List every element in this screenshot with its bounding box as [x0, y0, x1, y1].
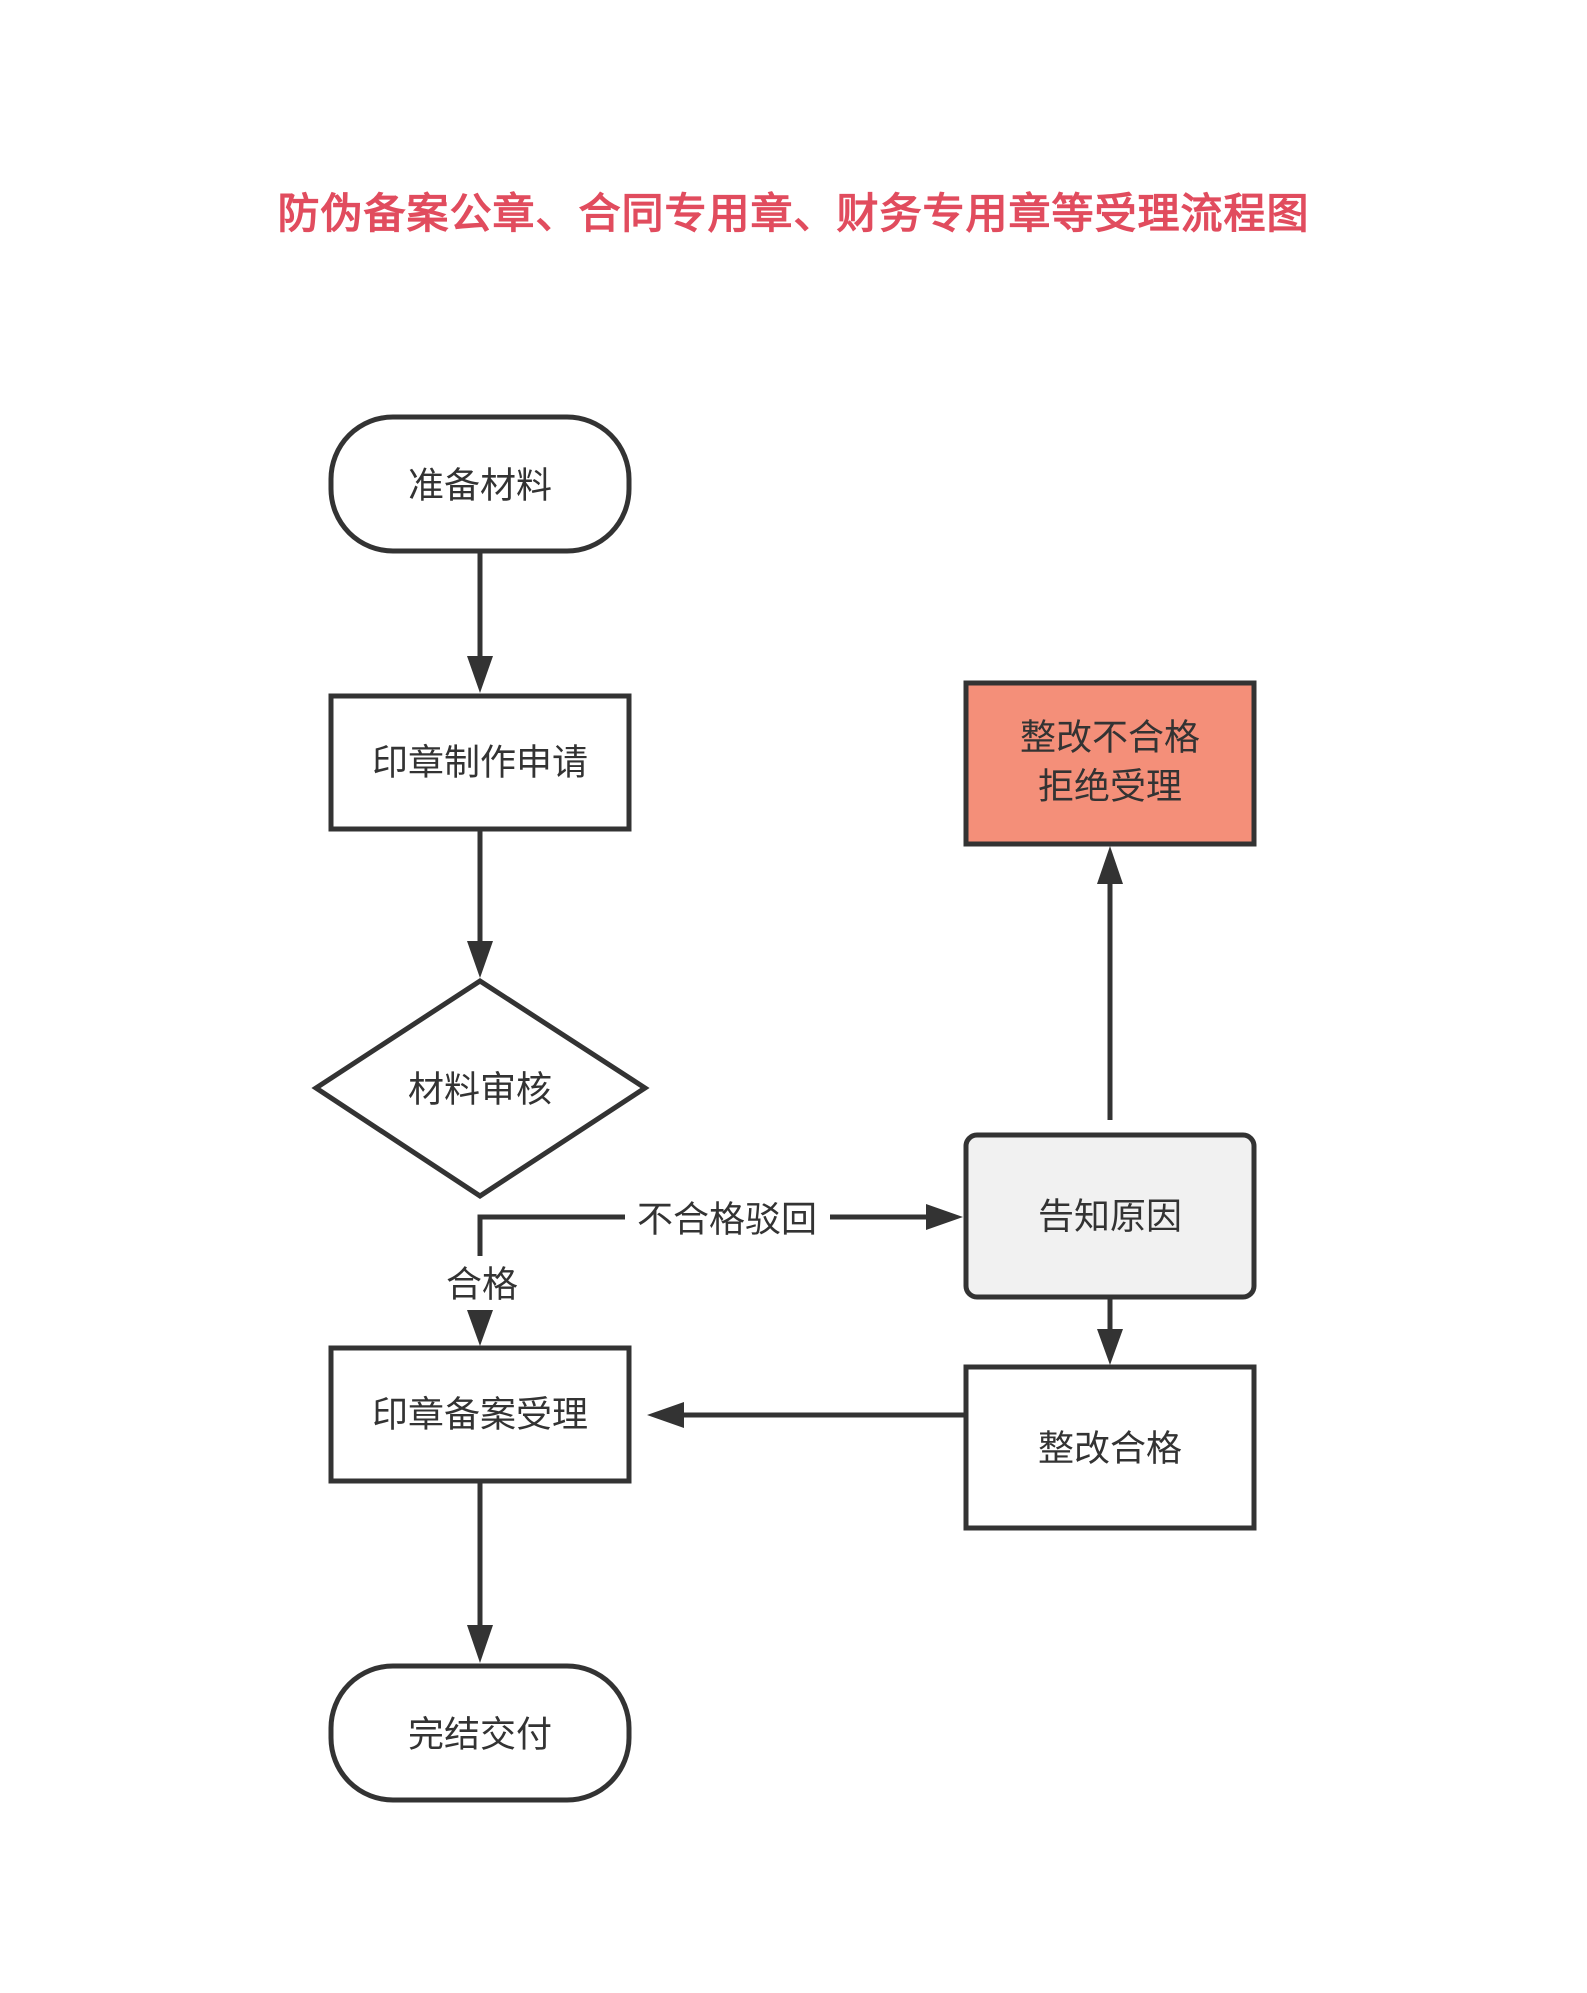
arrow-head	[1097, 1329, 1123, 1365]
edge-review-to-notify: 不合格驳回	[477, 1200, 963, 1256]
node-label: 完结交付	[408, 1715, 552, 1756]
arrow-head	[467, 1625, 493, 1663]
node-reject[interactable]: 整改不合格 拒绝受理	[963, 680, 1257, 847]
node-label: 告知原因	[1038, 1197, 1182, 1238]
edge-fixed-to-filing	[647, 1402, 965, 1428]
arrow-head	[926, 1204, 963, 1230]
node-seal-filing[interactable]: 印章备案受理	[328, 1345, 632, 1484]
node-material-review[interactable]: 材料审核	[311, 978, 650, 1199]
edge-notify-to-fixed	[1097, 1298, 1123, 1365]
node-label: 整改合格	[1038, 1429, 1182, 1470]
edge-prepare-to-apply	[467, 552, 493, 693]
edge-filing-to-finish	[467, 1482, 493, 1663]
edge-review-to-filing: 合格	[446, 1265, 518, 1346]
node-label: 印章备案受理	[372, 1395, 588, 1436]
node-notify-reason[interactable]: 告知原因	[963, 1132, 1257, 1300]
arrow-head	[467, 941, 493, 978]
edge-label-pass: 合格	[446, 1265, 518, 1306]
process-shape	[328, 693, 632, 832]
edge-label-reject-return: 不合格驳回	[637, 1200, 817, 1241]
process-shape	[963, 1364, 1257, 1531]
decision-shape	[311, 978, 650, 1199]
edge-apply-to-review	[467, 830, 493, 978]
node-label-line2: 拒绝受理	[1038, 767, 1182, 808]
process-shape	[328, 1345, 632, 1484]
process-shape	[963, 680, 1257, 847]
arrow-head	[647, 1402, 684, 1428]
node-prepare-materials[interactable]: 准备材料	[328, 414, 632, 554]
node-finish-delivery[interactable]: 完结交付	[328, 1663, 632, 1803]
node-label-line1: 整改不合格	[1020, 718, 1200, 759]
page-title: 防伪备案公章、合同专用章、财务专用章等受理流程图	[277, 189, 1310, 238]
node-label: 材料审核	[408, 1070, 552, 1111]
arrow-head	[467, 1310, 493, 1346]
arrow-head	[467, 656, 493, 693]
edge-line	[477, 1214, 625, 1256]
terminator-shape	[328, 1663, 632, 1803]
rounded-process-shape	[963, 1132, 1257, 1300]
node-fixed-qualified[interactable]: 整改合格	[963, 1364, 1257, 1531]
arrow-head	[1097, 846, 1123, 884]
edge-notify-to-reject	[1097, 846, 1123, 1120]
node-seal-application[interactable]: 印章制作申请	[328, 693, 632, 832]
terminator-shape	[328, 414, 632, 554]
node-label: 准备材料	[408, 466, 552, 507]
node-label: 印章制作申请	[372, 743, 588, 784]
